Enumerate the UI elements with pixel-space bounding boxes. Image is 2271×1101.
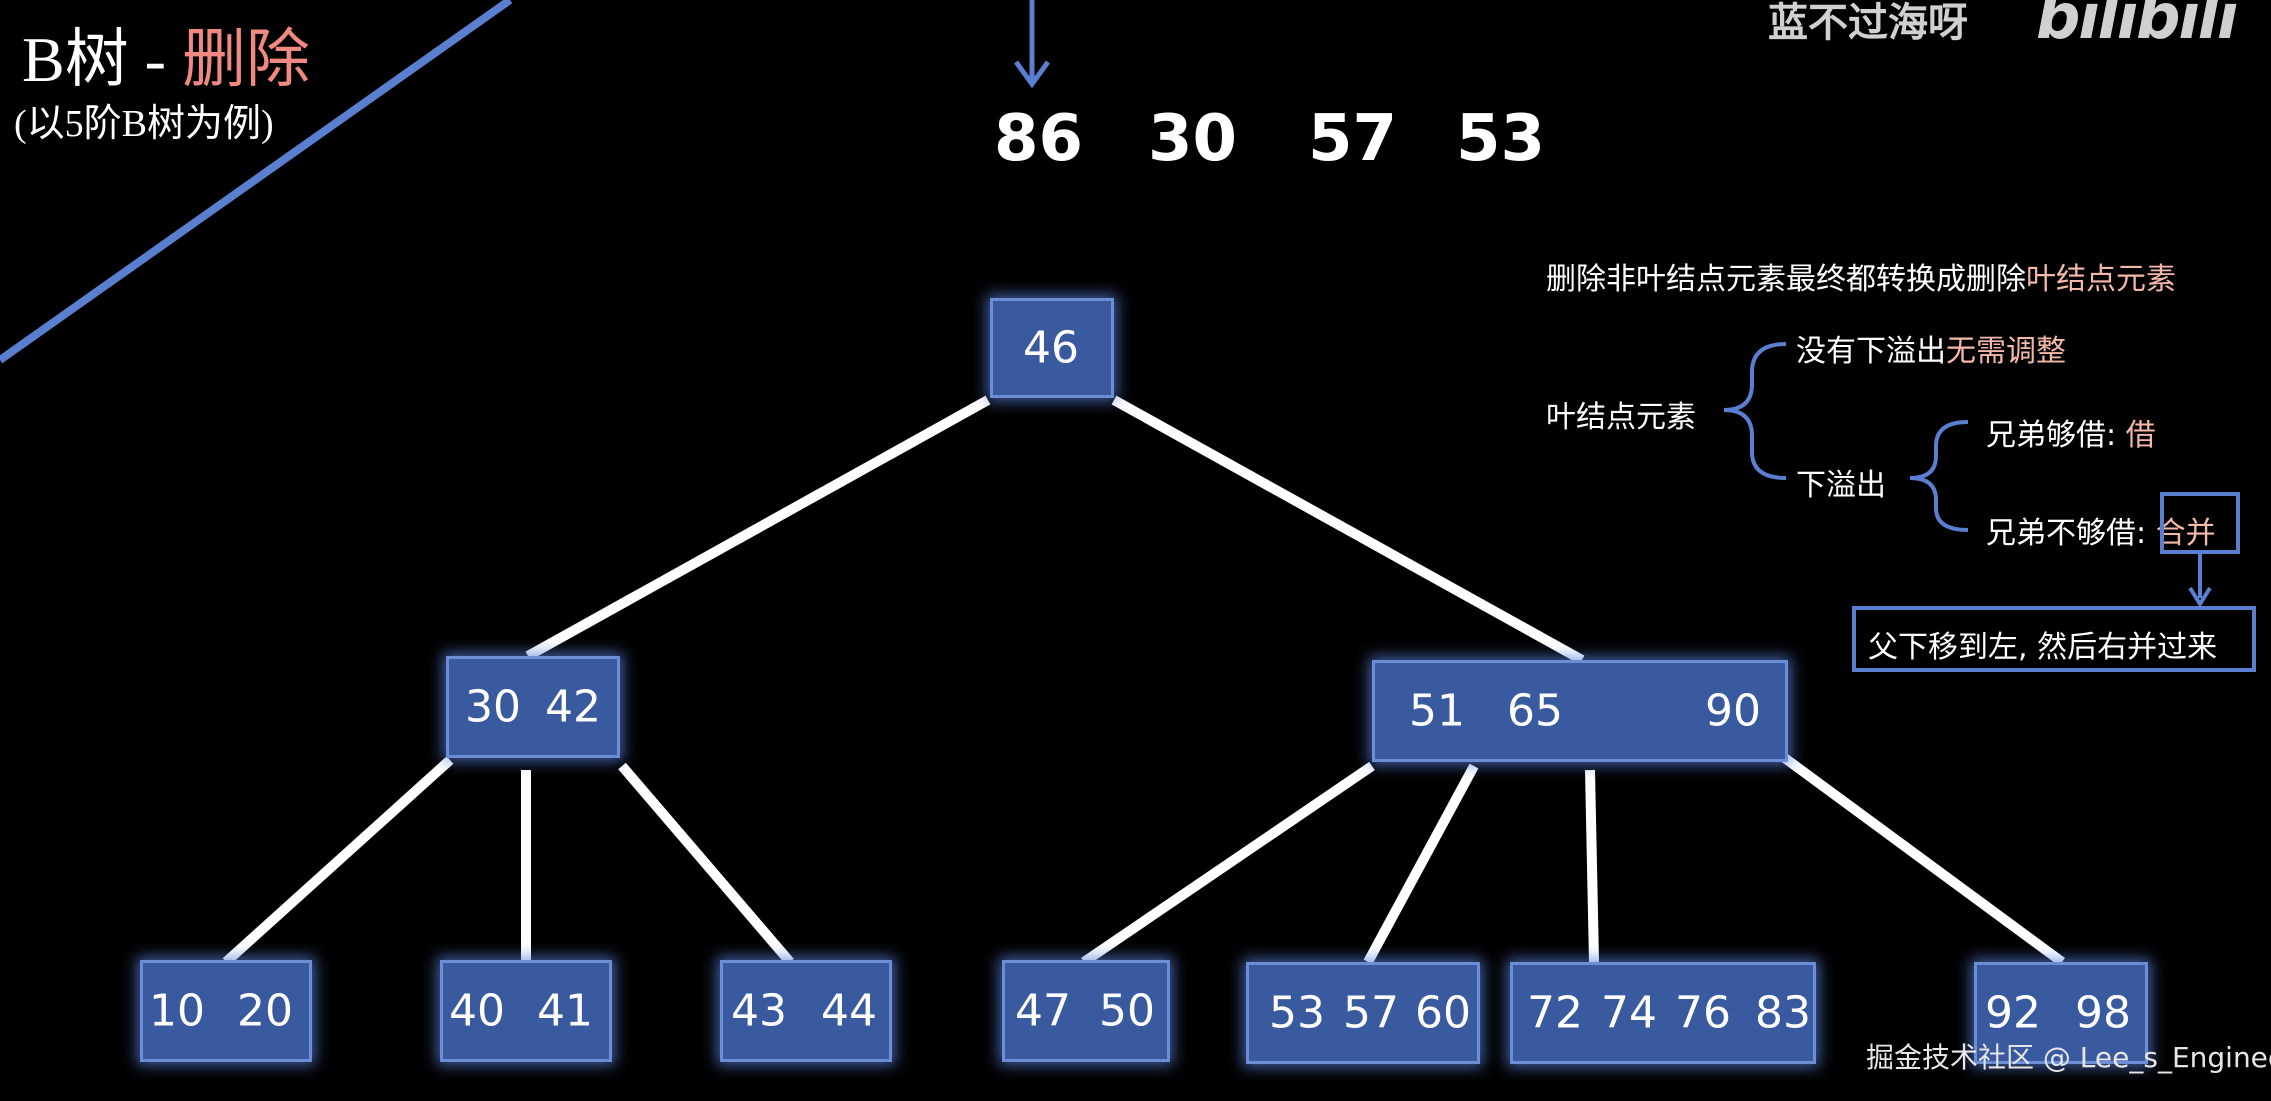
note-merge-highlight: 合并 (2155, 516, 2216, 551)
tree-node-leaf-0: 10 20 (140, 960, 312, 1062)
merge-arrow-head (2188, 586, 2212, 608)
note-underflow: 下溢出 (1796, 468, 1886, 503)
channel-name: 蓝不过海呀 (1768, 0, 1968, 46)
tree-node-leaf-5: 72 74 76 83 (1510, 962, 1816, 1064)
tree-node-leaf-6: 92 98 (1974, 962, 2148, 1064)
tree-node-leaf-1: 40 41 (440, 960, 612, 1062)
bracket-leaf (1723, 342, 1787, 480)
tree-node-level1-left: 30 42 (446, 656, 620, 758)
node-key: 41 (537, 985, 593, 1037)
node-key: 53 (1269, 987, 1325, 1039)
edge-l-0 (222, 756, 454, 966)
tree-node-root: 46 (990, 298, 1114, 398)
page-title: B树 - 删除 (22, 8, 310, 100)
note-headline-highlight: 叶结点元素 (2026, 262, 2176, 297)
bilibili-logo-icon: bilibili (2036, 0, 2238, 53)
merge-highlight-box (2160, 492, 2240, 554)
note-headline: 删除非叶结点元素最终都转换成删除叶结点元素 (1546, 254, 2176, 298)
note-no-underflow-text: 没有下溢出 (1796, 334, 1946, 369)
tree-node-level1-right: 51 65 90 (1372, 660, 1788, 762)
merge-detail-text: 父下移到左, 然后右并过来 (1868, 630, 2218, 665)
node-key: 51 (1409, 685, 1465, 737)
sequence-item-2: 57 (1308, 102, 1398, 176)
note-borrow-highlight: 借 (2125, 418, 2156, 453)
node-key: 98 (2075, 987, 2131, 1039)
node-key: 44 (821, 985, 877, 1037)
tree-node-leaf-3: 47 50 (1002, 960, 1170, 1062)
node-key: 76 (1675, 987, 1731, 1039)
note-borrow: 兄弟够借: 借 (1986, 410, 2156, 454)
note-borrow-text: 兄弟够借: (1986, 418, 2126, 453)
edge-l-2 (618, 762, 794, 966)
edge-r-0 (1081, 761, 1375, 967)
note-leaf-label: 叶结点元素 (1546, 400, 1696, 435)
node-key: 90 (1705, 685, 1761, 737)
node-key: 43 (731, 985, 787, 1037)
sequence-item-0: 86 (994, 102, 1084, 176)
node-key: 10 (149, 985, 205, 1037)
title-main: B树 - (22, 24, 182, 95)
watermark: 掘金技术社区 @ Lee_s_Engineer (1866, 1041, 2271, 1074)
edge-r-3 (1779, 751, 2065, 967)
note-no-underflow-highlight: 无需调整 (1946, 334, 2066, 369)
edge-r-1 (1363, 763, 1479, 965)
tree-node-leaf-4: 53 57 60 (1246, 962, 1480, 1064)
node-key: 47 (1015, 985, 1071, 1037)
node-key: 40 (449, 985, 505, 1037)
node-key: 57 (1343, 987, 1399, 1039)
node-key: 50 (1099, 985, 1155, 1037)
edge-root-right (1111, 395, 1585, 665)
insert-arrow-head (1013, 60, 1051, 89)
node-key: 60 (1415, 987, 1471, 1039)
tree-node-leaf-2: 43 44 (720, 960, 892, 1062)
node-key: 72 (1527, 987, 1583, 1039)
edge-root-left (525, 395, 991, 661)
note-no-underflow: 没有下溢出无需调整 (1796, 326, 2066, 370)
sequence-item-1: 30 (1148, 102, 1238, 176)
node-key: 42 (545, 681, 601, 733)
node-key: 20 (237, 985, 293, 1037)
node-key: 83 (1755, 987, 1811, 1039)
note-headline-text: 删除非叶结点元素最终都转换成删除 (1546, 262, 2026, 297)
sequence-item-3: 53 (1456, 102, 1546, 176)
page-subtitle: (以5阶B树为例) (14, 103, 274, 145)
node-key: 65 (1507, 685, 1563, 737)
node-key: 46 (1023, 322, 1079, 374)
title-accent: 删除 (182, 24, 310, 95)
bracket-underflow (1909, 420, 1969, 532)
node-key: 74 (1601, 987, 1657, 1039)
note-merge-text: 兄弟不够借: (1986, 516, 2156, 551)
diagonal-divider (0, 0, 513, 364)
node-key: 30 (465, 681, 521, 733)
note-merge: 兄弟不够借: 合并 (1986, 508, 2216, 552)
node-key: 92 (1985, 987, 2041, 1039)
merge-detail-box: 父下移到左, 然后右并过来 (1852, 606, 2256, 672)
edge-r-2 (1585, 769, 1599, 963)
